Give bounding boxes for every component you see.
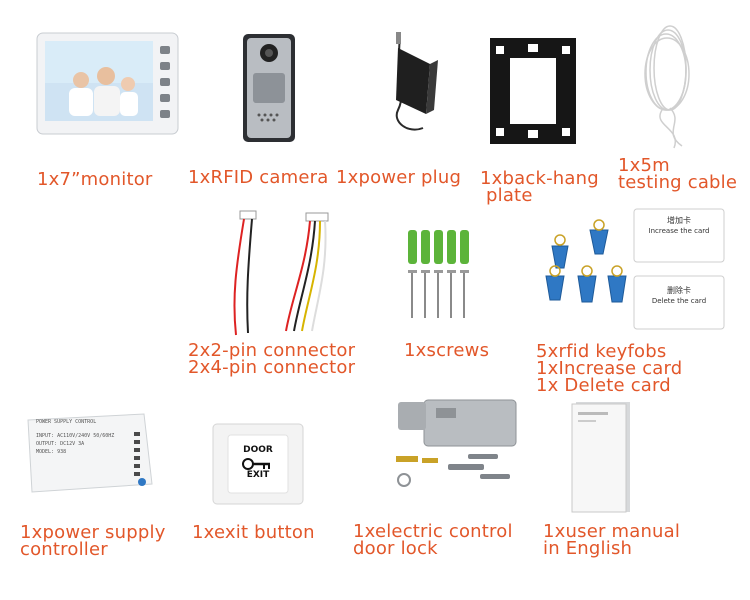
caption-door-lock-line1: 1xelectric control (353, 521, 513, 542)
keyfobs-image (542, 218, 634, 318)
caption-power-plug: 1xpower plug (336, 167, 462, 188)
caption-keyfobs-line1: 5xrfid keyfobs (536, 341, 667, 362)
increase-card-cn: 增加卡 (667, 216, 691, 225)
caption-power-supply-line2: controller (20, 539, 108, 560)
increase-card-label: 增加卡 Increase the card (633, 216, 725, 236)
caption-door-lock: 1xelectric control door lock (353, 521, 513, 559)
psu-spec-output: OUTPUT: DC12V 3A (36, 441, 85, 447)
caption-keyfobs-line3: 1x Delete card (536, 375, 671, 396)
caption-monitor: 1x7”monitor (37, 169, 153, 190)
caption-exit-button-line1: 1xexit button (192, 522, 315, 543)
caption-back-hang-plate: 1xback-hang plate (480, 168, 599, 206)
user-manual-image (570, 400, 632, 514)
power-plug-image (378, 30, 458, 142)
caption-testing-cable-line2: testing cable (618, 172, 738, 193)
exit-button-image (212, 423, 304, 505)
delete-card-cn: 删除卡 (667, 286, 691, 295)
caption-testing-cable-line1: 1x5m (618, 155, 670, 176)
increase-card-image (633, 208, 725, 263)
caption-keyfobs-cards: 5xrfid keyfobs 1xIncrease card 1x Delete… (536, 341, 683, 396)
delete-card-image (633, 275, 725, 330)
caption-connectors: 2x2-pin connector 2x4-pin connector (188, 340, 356, 378)
caption-back-hang-plate-line1: 1xback-hang (480, 168, 599, 189)
caption-rfid-camera-line1: 1xRFID camera (188, 167, 329, 188)
back-hang-plate-image (486, 36, 581, 146)
door-lock-image (388, 394, 523, 492)
caption-testing-cable: 1x5m testing cable (618, 155, 738, 193)
caption-user-manual-line1: 1xuser manual (543, 521, 681, 542)
connector-wires-image (226, 207, 342, 337)
caption-power-plug-line1: 1xpower plug (336, 167, 462, 188)
rfid-camera-image (239, 33, 299, 143)
caption-keyfobs-line2: 1xIncrease card (536, 358, 683, 379)
caption-power-supply: 1xpower supply controller (20, 522, 166, 560)
caption-power-supply-line1: 1xpower supply (20, 522, 166, 543)
power-supply-label: POWER SUPPLY CONTROL INPUT: AC110V/240V … (36, 418, 114, 456)
delete-card-en: Delete the card (651, 297, 707, 305)
caption-user-manual: 1xuser manual in English (543, 521, 681, 559)
increase-card-en: Increase the card (648, 227, 710, 235)
exit-button-exit-text: EXIT (246, 470, 270, 480)
caption-back-hang-plate-line2: plate (486, 185, 533, 206)
screws-image (404, 226, 476, 322)
psu-spec-input: INPUT: AC110V/240V 50/60HZ (36, 433, 115, 439)
caption-screws: 1xscrews (404, 340, 490, 361)
exit-button-door-text: DOOR (243, 445, 273, 455)
delete-card-label: 删除卡 Delete the card (633, 286, 725, 306)
psu-spec-model: MODEL: 938 (36, 449, 67, 455)
monitor-image (36, 32, 179, 135)
psu-title: POWER SUPPLY CONTROL (36, 419, 97, 425)
power-supply-image (26, 412, 154, 494)
caption-door-lock-line2: door lock (353, 538, 438, 559)
caption-rfid-camera: 1xRFID camera (188, 167, 329, 188)
caption-monitor-line1: 1x7”monitor (37, 169, 153, 190)
caption-exit-button: 1xexit button (192, 522, 315, 543)
testing-cable-image (622, 22, 714, 150)
caption-connectors-line1: 2x2-pin connector (188, 340, 356, 361)
caption-user-manual-line2: in English (543, 538, 633, 559)
caption-screws-line1: 1xscrews (404, 340, 490, 361)
caption-connectors-line2: 2x4-pin connector (188, 357, 356, 378)
